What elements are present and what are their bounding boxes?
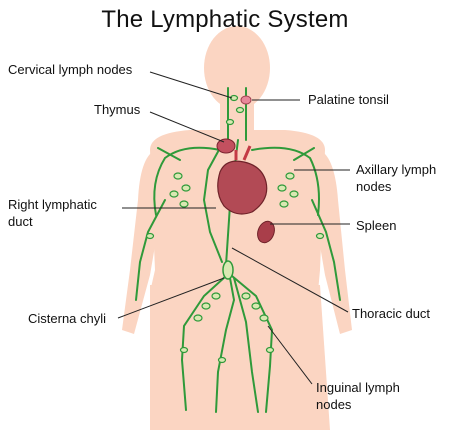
lymph-nodes (145, 94, 325, 364)
label-cisterna-chyli: Cisterna chyli (28, 311, 107, 326)
body-silhouette (122, 26, 352, 430)
label-axillary-lymph-nodes-line1: Axillary lymph (356, 162, 437, 177)
spleen (257, 220, 275, 244)
thymus (216, 138, 236, 154)
label-spleen: Spleen (356, 218, 397, 233)
organs (216, 95, 275, 280)
cisterna-chyli (222, 260, 234, 280)
label-inguinal-lymph-nodes-line2: nodes (316, 397, 352, 412)
label-right-lymphatic-duct-line2: duct (8, 214, 33, 229)
label-thoracic-duct: Thoracic duct (352, 306, 431, 321)
diagram-title: The Lymphatic System (101, 6, 349, 33)
label-right-lymphatic-duct-line1: Right lymphatic (8, 197, 97, 212)
label-axillary-lymph-nodes-line2: nodes (356, 179, 392, 194)
label-thymus: Thymus (94, 102, 141, 117)
heart (217, 160, 268, 215)
palatine-tonsil (240, 95, 252, 105)
label-cervical-lymph-nodes: Cervical lymph nodes (8, 62, 133, 77)
label-inguinal-lymph-nodes-line1: Inguinal lymph (316, 380, 400, 395)
label-palatine-tonsil: Palatine tonsil (308, 92, 389, 107)
leader-lines (117, 71, 350, 385)
